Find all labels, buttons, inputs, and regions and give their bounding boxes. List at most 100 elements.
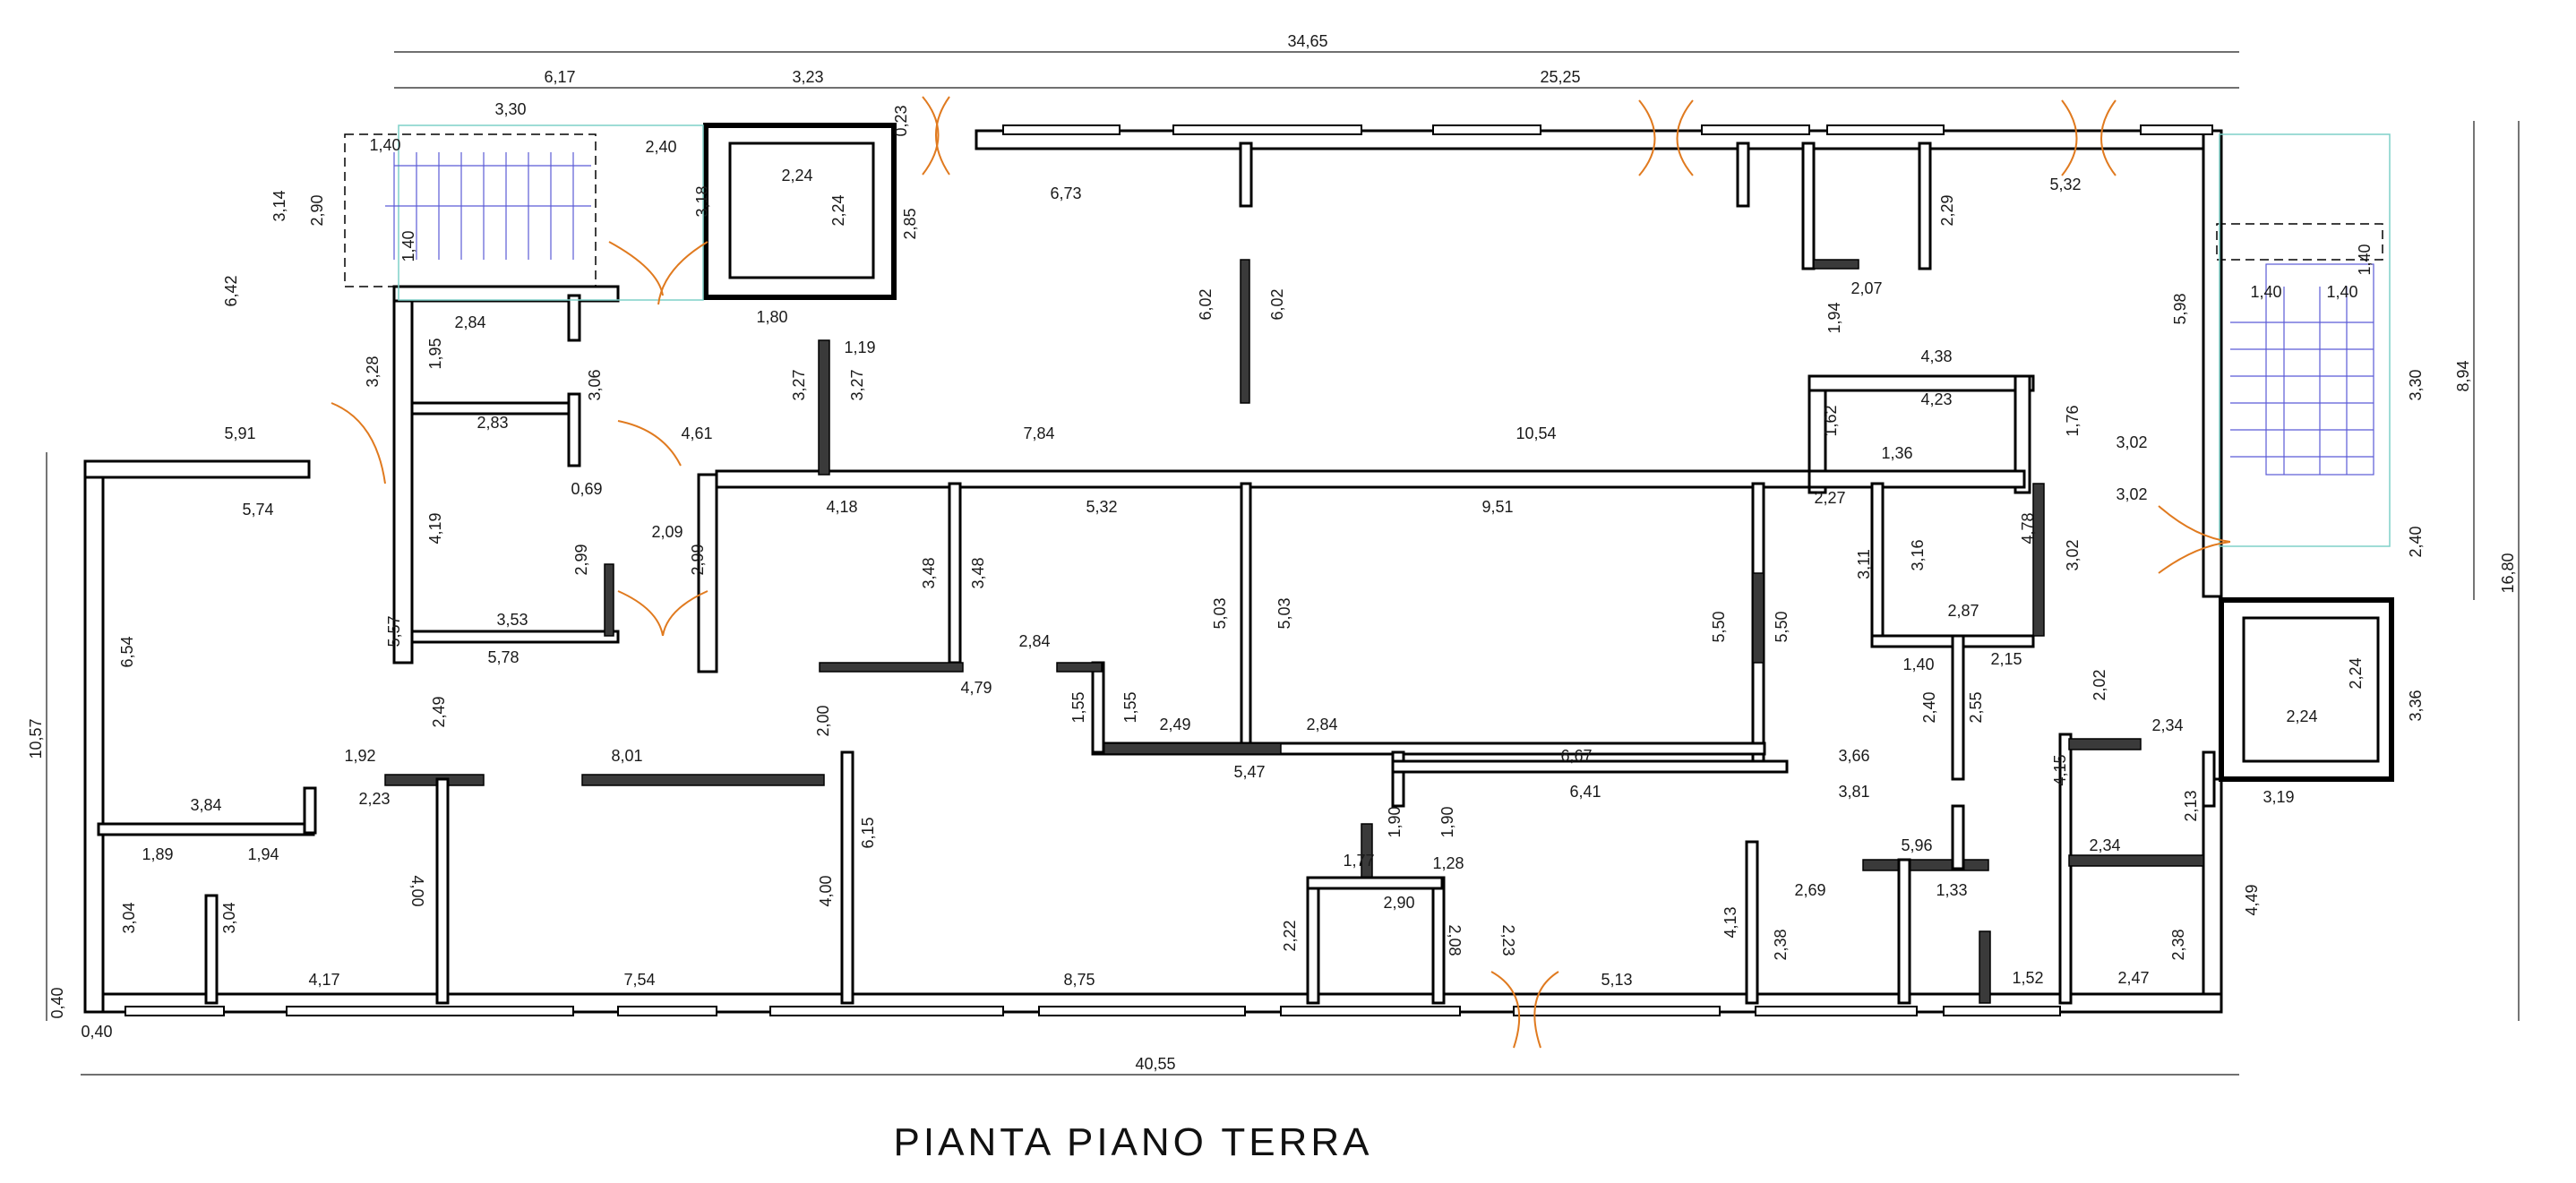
dim-label: 5,50 [1773, 611, 1790, 642]
dim-label: 2,84 [1018, 632, 1050, 650]
dim-label: 1,94 [247, 845, 279, 863]
dim-label: 1,40 [369, 136, 400, 154]
dim-label: 1,90 [1386, 806, 1404, 837]
dim-label: 2,13 [2182, 790, 2200, 821]
dim-label: 3,28 [364, 356, 382, 387]
dim-label: 2,85 [901, 208, 919, 239]
dim-label: 3,27 [848, 369, 866, 400]
dim-label: 5,98 [2171, 293, 2189, 324]
dim-label: 4,18 [826, 498, 857, 516]
dim-label: 3,36 [2407, 690, 2425, 721]
dim-label: 4,78 [2019, 512, 2037, 544]
dim-label: 1,40 [2356, 244, 2374, 275]
dim-label: 1,33 [1936, 881, 1967, 899]
dim-label: 8,75 [1063, 971, 1095, 989]
dim-label: 1,19 [844, 339, 875, 356]
elevator-core-left [703, 123, 897, 300]
dim-label: 0,23 [892, 105, 910, 136]
dim-overall-top: 34,65 [1287, 32, 1327, 50]
dim-label: 6,42 [222, 275, 240, 306]
dim-label: 1,55 [1121, 691, 1139, 723]
dim-label: 2,22 [1281, 920, 1299, 951]
dim-label: 2,47 [2117, 969, 2149, 987]
dim-label: 2,24 [2347, 657, 2365, 689]
dim-label: 3,18 [693, 185, 711, 217]
dim-label: 1,90 [1438, 806, 1456, 837]
dim-label: 6,41 [1569, 783, 1601, 801]
dim-label: 1,92 [344, 747, 375, 765]
dim-label: 1,76 [2064, 405, 2082, 436]
windows-bottom [125, 1006, 2061, 1016]
dim-label: 5,50 [1710, 611, 1728, 642]
dim-label: 2,40 [645, 138, 676, 156]
dim-label: 5,78 [487, 648, 519, 666]
dim-label: 4,13 [1722, 906, 1739, 938]
dim-label: 0,40 [81, 1023, 112, 1041]
dim-label: 1,62 [1822, 405, 1840, 436]
dim-label: 3,19 [2263, 788, 2294, 806]
dim-label: 4,23 [1920, 390, 1952, 408]
dim-label: 1,89 [142, 845, 173, 863]
dim-label: 4,17 [308, 971, 339, 989]
dim-label: 2,99 [572, 544, 590, 575]
dim-label: 1,80 [756, 308, 787, 326]
dim-label: 2,49 [1159, 716, 1190, 733]
dim-label: 1,95 [426, 338, 444, 369]
dim-top-segment-a: 6,17 [544, 68, 575, 86]
dim-label: 6,02 [1268, 288, 1286, 320]
dim-label: 3,66 [1838, 747, 1869, 765]
dim-label: 2,38 [2169, 929, 2187, 960]
dim-label: 2,84 [1306, 716, 1337, 733]
dim-label: 1,52 [2012, 969, 2043, 987]
dim-label: 2,27 [1814, 489, 1845, 507]
dim-label: 4,00 [408, 875, 426, 906]
dim-label: 3,04 [120, 902, 138, 933]
dim-overall-bottom: 40,55 [1135, 1055, 1175, 1073]
dim-label: 2,07 [1850, 279, 1882, 297]
dim-top-segment-c: 25,25 [1540, 68, 1580, 86]
dim-label: 3,02 [2116, 433, 2147, 451]
dim-label: 5,03 [1211, 597, 1229, 629]
dim-label: 1,94 [1825, 302, 1843, 333]
dim-label: 6,73 [1050, 184, 1081, 202]
dim-label: 9,51 [1481, 498, 1513, 516]
dim-label: 3,06 [586, 369, 604, 400]
dim-label: 2,40 [1920, 691, 1938, 723]
dim-label: 2,55 [1967, 691, 1985, 723]
dim-label: 6,67 [1560, 747, 1592, 765]
dim-label: 2,83 [477, 414, 508, 432]
dim-label: 2,29 [1938, 194, 1956, 226]
dim-label: 2,00 [814, 705, 832, 736]
dim-label: 0,69 [571, 480, 602, 498]
dim-label: 4,79 [960, 679, 992, 697]
dim-label: 2,08 [1446, 924, 1464, 956]
dim-label: 3,48 [920, 557, 938, 588]
dim-label: 1,40 [399, 230, 417, 261]
dim-label: 3,02 [2064, 539, 2082, 570]
dim-label: 6,15 [859, 817, 877, 848]
dim-label: 3,14 [270, 190, 288, 221]
dim-label: 2,23 [358, 790, 390, 808]
dim-left-height: 10,57 [27, 718, 45, 759]
dim-label: 4,19 [426, 512, 444, 544]
drawing-title: PIANTA PIANO TERRA [894, 1120, 1373, 1164]
dim-label: 1,55 [1069, 691, 1087, 723]
dim-top-segment-b: 3,23 [792, 68, 823, 86]
dim-label: 2,38 [1772, 929, 1790, 960]
dim-label: 5,91 [224, 424, 255, 442]
dim-label: 10,54 [1516, 424, 1556, 442]
dim-label: 5,74 [242, 501, 273, 519]
dim-label: 2,02 [2091, 669, 2108, 700]
dim-label: 3,30 [494, 100, 526, 118]
dim-right-upper: 8,94 [2454, 360, 2472, 391]
dim-label: 7,54 [623, 971, 655, 989]
dim-label: 0,40 [48, 987, 66, 1018]
dim-label: 2,15 [1990, 650, 2022, 668]
dim-label: 5,32 [2049, 176, 2081, 193]
dim-label: 4,61 [681, 424, 712, 442]
dim-label: 2,23 [1499, 924, 1517, 956]
dim-label: 3,11 [1855, 549, 1873, 579]
staircase-left [344, 124, 704, 301]
dim-label: 2,84 [454, 313, 485, 331]
